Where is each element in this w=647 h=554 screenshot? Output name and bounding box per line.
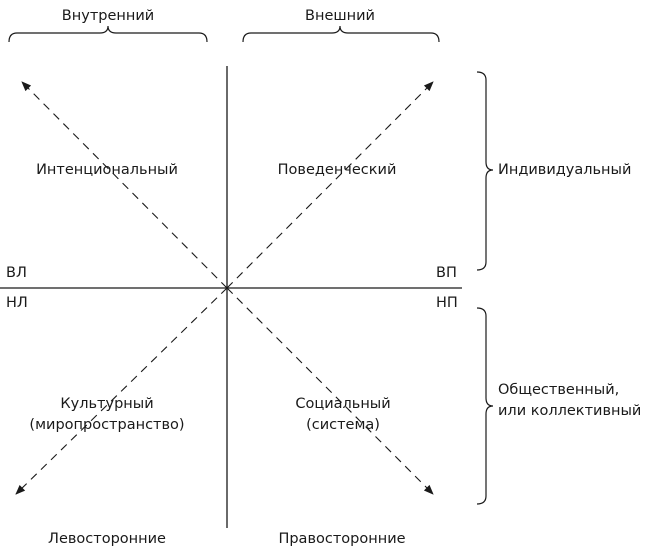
- row-collective-label: Общественный, или коллективный: [498, 380, 641, 422]
- row-collective-line2: или коллективный: [498, 403, 642, 419]
- brace-outer: [242, 25, 440, 43]
- footer-left-label: Левосторонние: [48, 531, 166, 547]
- code-upper-left: ВЛ: [6, 265, 27, 281]
- column-outer-label: Внешний: [305, 8, 375, 24]
- brace-collective: [476, 307, 494, 505]
- code-upper-right: ВП: [436, 265, 457, 281]
- quadrant-upper-right-label: Поведенческий: [277, 162, 397, 178]
- code-lower-left: НЛ: [6, 295, 28, 311]
- arrow-lower-right: [226, 287, 434, 495]
- arrow-lower-left: [15, 287, 228, 495]
- quadrant-lower-right-line1: Социальный: [295, 396, 391, 412]
- quadrant-lower-right-line2: (система): [306, 417, 380, 433]
- quadrant-lower-left-label: Культурный (миропространство): [29, 394, 184, 436]
- arrow-upper-right: [226, 81, 434, 289]
- row-individual-label: Индивидуальный: [498, 162, 632, 178]
- row-collective-line1: Общественный,: [498, 382, 620, 398]
- brace-inner: [8, 25, 208, 43]
- quadrant-lower-right-label: Социальный (система): [295, 394, 390, 436]
- quadrant-lower-left-line1: Культурный: [60, 396, 154, 412]
- code-lower-right: НП: [436, 295, 458, 311]
- brace-individual: [476, 71, 494, 271]
- footer-right-label: Правосторонние: [278, 531, 406, 547]
- arrow-upper-left: [21, 81, 228, 289]
- quadrant-upper-left-label: Интенциональный: [36, 162, 178, 178]
- quadrant-lower-left-line2: (миропространство): [29, 417, 185, 433]
- column-inner-label: Внутренний: [61, 8, 155, 24]
